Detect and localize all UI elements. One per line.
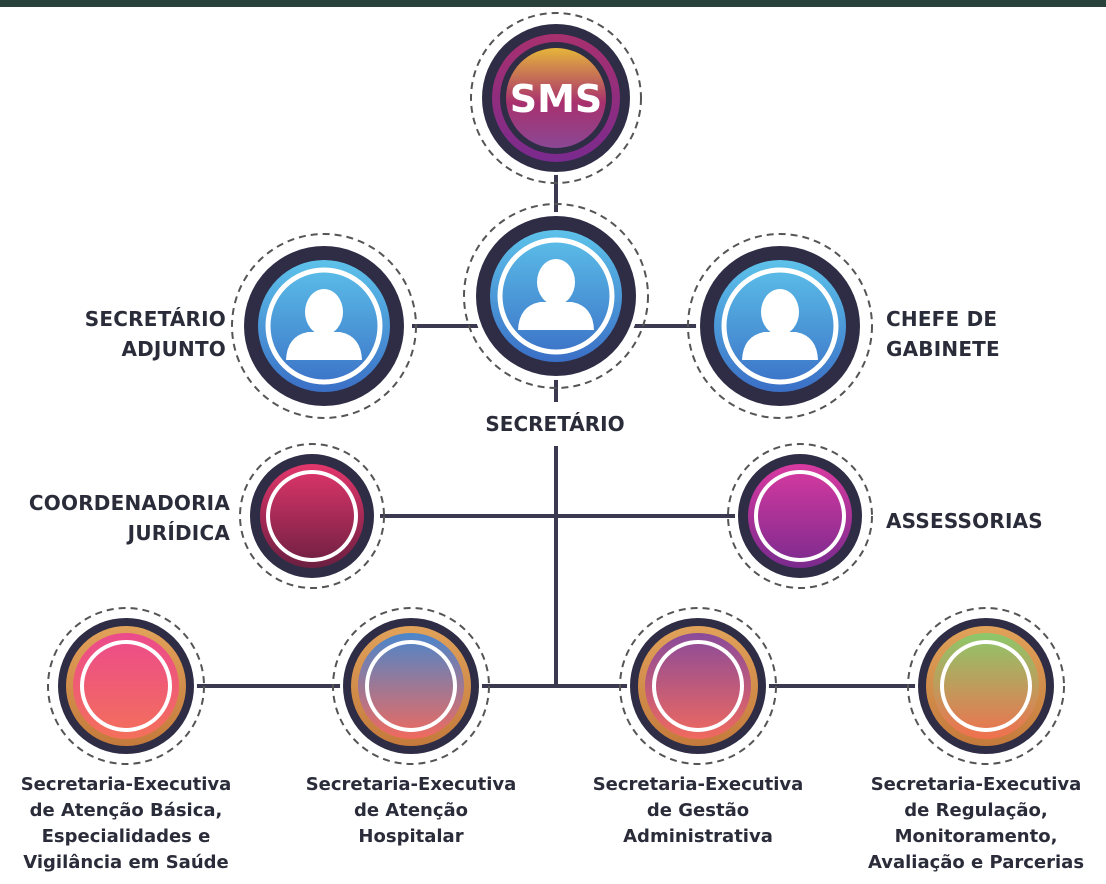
label-line: Administrativa [623,826,773,847]
label-line: Secretaria-Executiva [870,774,1082,795]
node-basica [47,607,205,765]
person-icon [286,289,362,360]
label-line: de Atenção [353,800,469,821]
label-basica: Secretaria-Executiva de Atenção Básica, … [1,772,251,876]
label-line: Vigilância em Saúde [23,852,229,873]
label-juridica: COORDENADORIA JURÍDICA [6,488,230,548]
person-icon [518,259,594,330]
person-icon [742,289,818,360]
node-sms: SMS [470,12,642,184]
label-line: JURÍDICA [127,521,230,545]
node-adjunto [231,233,417,419]
node-secretario [463,203,649,389]
top-bar [0,0,1106,7]
label-hospitalar: Secretaria-Executiva de Atenção Hospital… [286,772,536,850]
node-regulacao [907,607,1065,765]
label-line: Secretaria-Executiva [20,774,232,795]
label-gabinete: CHEFE DE GABINETE [886,304,1086,364]
label-line: Secretaria-Executiva [305,774,517,795]
sms-text: SMS [510,77,603,121]
label-line: ASSESSORIAS [886,509,1043,533]
secretario-label: SECRETÁRIO [459,402,651,446]
node-juridica [239,443,385,589]
label-gestao: Secretaria-Executiva de Gestão Administr… [573,772,823,850]
label-line: COORDENADORIA [28,491,230,515]
label-line: Monitoramento, [894,826,1058,847]
label-line: Avaliação e Parcerias [867,852,1085,873]
label-line: CHEFE DE [886,307,998,331]
label-line: de Gestão [646,800,750,821]
label-line: Secretaria-Executiva [592,774,804,795]
label-adjunto: SECRETÁRIO ADJUNTO [40,304,226,364]
label-assessorias: ASSESSORIAS [886,506,1096,536]
node-gestao [619,607,777,765]
node-assessorias [727,443,873,589]
label-line: Especialidades e [41,826,211,847]
label-line: ADJUNTO [121,337,226,361]
label-line: SECRETÁRIO [84,307,226,331]
node-gabinete [687,233,873,419]
label-line: Hospitalar [358,826,464,847]
node-hospitalar [332,607,490,765]
label-line: de Atenção Básica, [29,800,223,821]
label-regulacao: Secretaria-Executiva de Regulação, Monit… [846,772,1106,876]
label-line: GABINETE [886,337,1000,361]
label-line: de Regulação, [904,800,1048,821]
